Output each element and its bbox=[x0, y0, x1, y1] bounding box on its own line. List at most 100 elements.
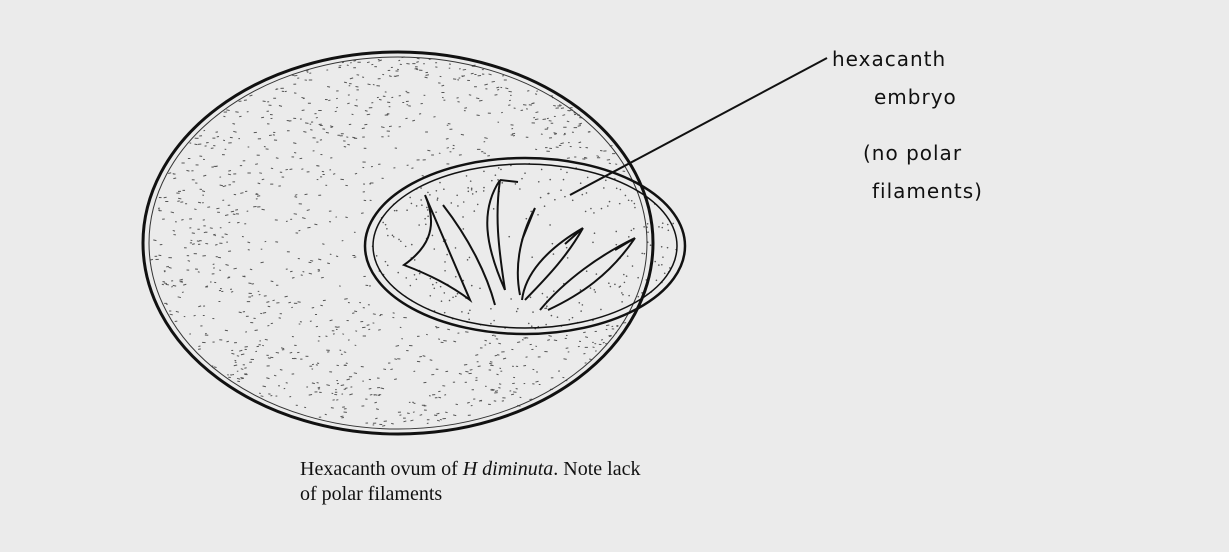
stipple-dot bbox=[560, 169, 562, 171]
stipple-mark bbox=[171, 212, 174, 213]
stipple-mark bbox=[489, 363, 492, 364]
stipple-mark bbox=[441, 85, 444, 86]
stipple-mark bbox=[438, 397, 441, 398]
stipple-dot bbox=[419, 273, 421, 275]
stipple-mark bbox=[192, 233, 195, 234]
stipple-mark bbox=[309, 273, 312, 274]
stipple-mark bbox=[535, 381, 538, 382]
stipple-mark bbox=[465, 371, 468, 372]
stipple-mark bbox=[274, 375, 276, 376]
stipple-dot bbox=[633, 228, 635, 230]
stipple-dot bbox=[600, 309, 602, 311]
stipple-mark bbox=[480, 401, 482, 402]
stipple-dot bbox=[409, 197, 411, 199]
stipple-mark bbox=[448, 123, 451, 124]
stipple-mark bbox=[279, 105, 282, 106]
stipple-mark bbox=[373, 314, 376, 315]
stipple-mark bbox=[223, 186, 226, 187]
stipple-dot bbox=[628, 236, 630, 238]
stipple-dot bbox=[594, 289, 596, 291]
stipple-dot bbox=[610, 286, 612, 288]
stipple-dot bbox=[382, 222, 384, 224]
stipple-mark bbox=[173, 285, 176, 286]
stipple-mark bbox=[467, 402, 470, 403]
hooklet-5 bbox=[522, 228, 583, 300]
stipple-dot bbox=[418, 224, 420, 226]
stipple-dot bbox=[609, 201, 611, 203]
stipple-dot bbox=[463, 228, 465, 230]
stipple-mark bbox=[354, 373, 357, 374]
stipple-mark bbox=[378, 330, 381, 331]
stipple-mark bbox=[492, 335, 494, 336]
stipple-dot bbox=[432, 235, 434, 237]
stipple-mark bbox=[178, 198, 181, 199]
stipple-mark bbox=[330, 126, 333, 127]
stipple-mark bbox=[194, 209, 196, 210]
stipple-dot bbox=[471, 285, 473, 287]
stipple-mark bbox=[225, 215, 228, 216]
stipple-mark bbox=[566, 348, 569, 349]
stipple-dot bbox=[444, 270, 446, 272]
stipple-dot bbox=[425, 223, 427, 225]
stipple-mark bbox=[312, 307, 314, 308]
stipple-dot bbox=[429, 295, 431, 297]
stipple-dot bbox=[490, 323, 492, 325]
stipple-mark bbox=[391, 423, 394, 424]
stipple-dot bbox=[469, 257, 471, 259]
stipple-mark bbox=[331, 127, 333, 128]
stipple-mark bbox=[412, 120, 415, 121]
stipple-dot bbox=[551, 315, 553, 317]
stipple-mark bbox=[301, 97, 303, 98]
stipple-dot bbox=[580, 182, 582, 184]
stipple-dot bbox=[634, 203, 636, 205]
stipple-dot bbox=[421, 204, 423, 206]
stipple-mark bbox=[341, 385, 344, 386]
stipple-mark bbox=[362, 128, 365, 129]
stipple-mark bbox=[327, 86, 330, 87]
stipple-mark bbox=[302, 218, 305, 219]
stipple-dot bbox=[475, 191, 477, 193]
stipple-mark bbox=[471, 73, 474, 74]
stipple-mark bbox=[336, 327, 339, 328]
stipple-dot bbox=[552, 243, 554, 245]
stipple-mark bbox=[237, 378, 240, 379]
stipple-dot bbox=[637, 296, 639, 298]
stipple-mark bbox=[440, 419, 442, 420]
stipple-mark bbox=[206, 286, 208, 287]
stipple-mark bbox=[322, 244, 324, 245]
stipple-mark bbox=[294, 358, 296, 359]
stipple-mark bbox=[370, 394, 372, 395]
stipple-dot bbox=[437, 197, 439, 199]
stipple-mark bbox=[547, 340, 550, 341]
stipple-dot bbox=[661, 227, 663, 229]
embryo-hooklets bbox=[404, 180, 635, 310]
stipple-dot bbox=[620, 189, 622, 191]
stipple-dot bbox=[427, 192, 429, 194]
stipple-mark bbox=[268, 358, 271, 359]
stipple-dot bbox=[420, 187, 422, 189]
stipple-mark bbox=[494, 401, 496, 402]
stipple-dot bbox=[634, 207, 636, 209]
stipple-dot bbox=[608, 282, 610, 284]
stipple-dot bbox=[622, 294, 624, 296]
stipple-mark bbox=[579, 142, 582, 143]
stipple-mark bbox=[237, 381, 240, 382]
stipple-mark bbox=[153, 240, 156, 241]
stipple-mark bbox=[410, 420, 413, 421]
stipple-mark bbox=[192, 244, 195, 245]
stipple-dot bbox=[385, 224, 387, 226]
stipple-mark bbox=[399, 415, 401, 416]
stipple-dot bbox=[582, 194, 584, 196]
stipple-mark bbox=[294, 197, 297, 198]
stipple-dot bbox=[444, 312, 446, 314]
stipple-dot bbox=[406, 209, 408, 211]
stipple-dot bbox=[411, 203, 413, 205]
stipple-mark bbox=[237, 356, 239, 357]
stipple-dot bbox=[433, 248, 435, 250]
stipple-dot bbox=[618, 286, 620, 288]
stipple-dot bbox=[501, 182, 503, 184]
stipple-dot bbox=[601, 208, 603, 210]
stipple-mark bbox=[525, 337, 528, 338]
stipple-mark bbox=[262, 179, 264, 180]
stipple-dot bbox=[443, 188, 445, 190]
